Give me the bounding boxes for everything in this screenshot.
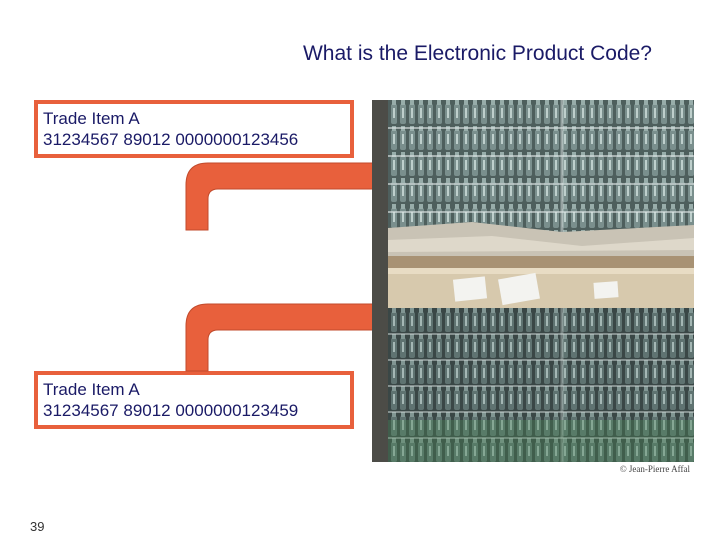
photo-credit: © Jean-Pierre Affal [619, 464, 690, 474]
trade-item-code: 31234567 89012 0000000123456 [43, 130, 299, 149]
pallet-photo [372, 100, 694, 462]
trade-item-box-top: Trade Item A 31234567 89012 000000012345… [34, 100, 354, 158]
trade-item-box-bottom: Trade Item A 31234567 89012 000000012345… [34, 371, 354, 429]
trade-item-label: Trade Item A [43, 109, 140, 128]
trade-item-code: 31234567 89012 0000000123459 [43, 401, 299, 420]
page-number: 39 [30, 519, 45, 534]
trade-item-label: Trade Item A [43, 380, 140, 399]
slide-title: What is the Electronic Product Code? [302, 42, 652, 65]
